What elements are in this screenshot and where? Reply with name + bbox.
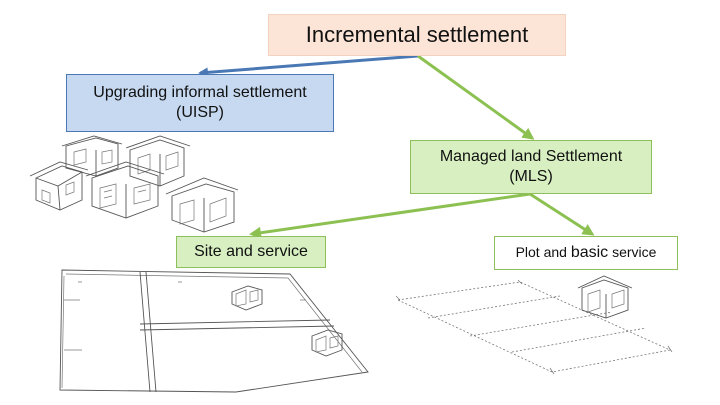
arrow-root-to-mls xyxy=(417,54,535,140)
mls-label-line2: (MLS) xyxy=(509,168,553,185)
uisp-label-line2: (UISP) xyxy=(176,104,224,121)
site-and-service-sketch xyxy=(59,269,369,393)
site-and-service-box: Site and service xyxy=(176,236,326,268)
incremental-settlement-box: Incremental settlement xyxy=(268,14,566,56)
site-and-service-label: Site and service xyxy=(194,243,308,260)
incremental-settlement-label: Incremental settlement xyxy=(305,22,529,48)
plot-label-part2: basic xyxy=(570,244,609,261)
arrow-root-to-uisp xyxy=(198,54,419,78)
plot-label-part3: service xyxy=(608,244,657,260)
plot-and-basic-service-label: Plot and basic service xyxy=(516,243,657,263)
arrow-mls-to-site xyxy=(249,192,531,239)
informal-shacks-sketch xyxy=(29,135,239,233)
mls-label-line1: Managed land Settlement xyxy=(439,148,623,165)
managed-land-settlement-box: Managed land Settlement (MLS) xyxy=(410,140,652,194)
upgrading-informal-settlement-box: Upgrading informal settlement (UISP) xyxy=(66,74,334,132)
plot-and-basic-service-sketch xyxy=(395,275,673,375)
uisp-label-line1: Upgrading informal settlement xyxy=(93,84,307,101)
plot-and-basic-service-box: Plot and basic service xyxy=(494,236,678,270)
plot-label-part1: Plot and xyxy=(515,244,571,260)
arrow-mls-to-plot xyxy=(529,192,595,236)
